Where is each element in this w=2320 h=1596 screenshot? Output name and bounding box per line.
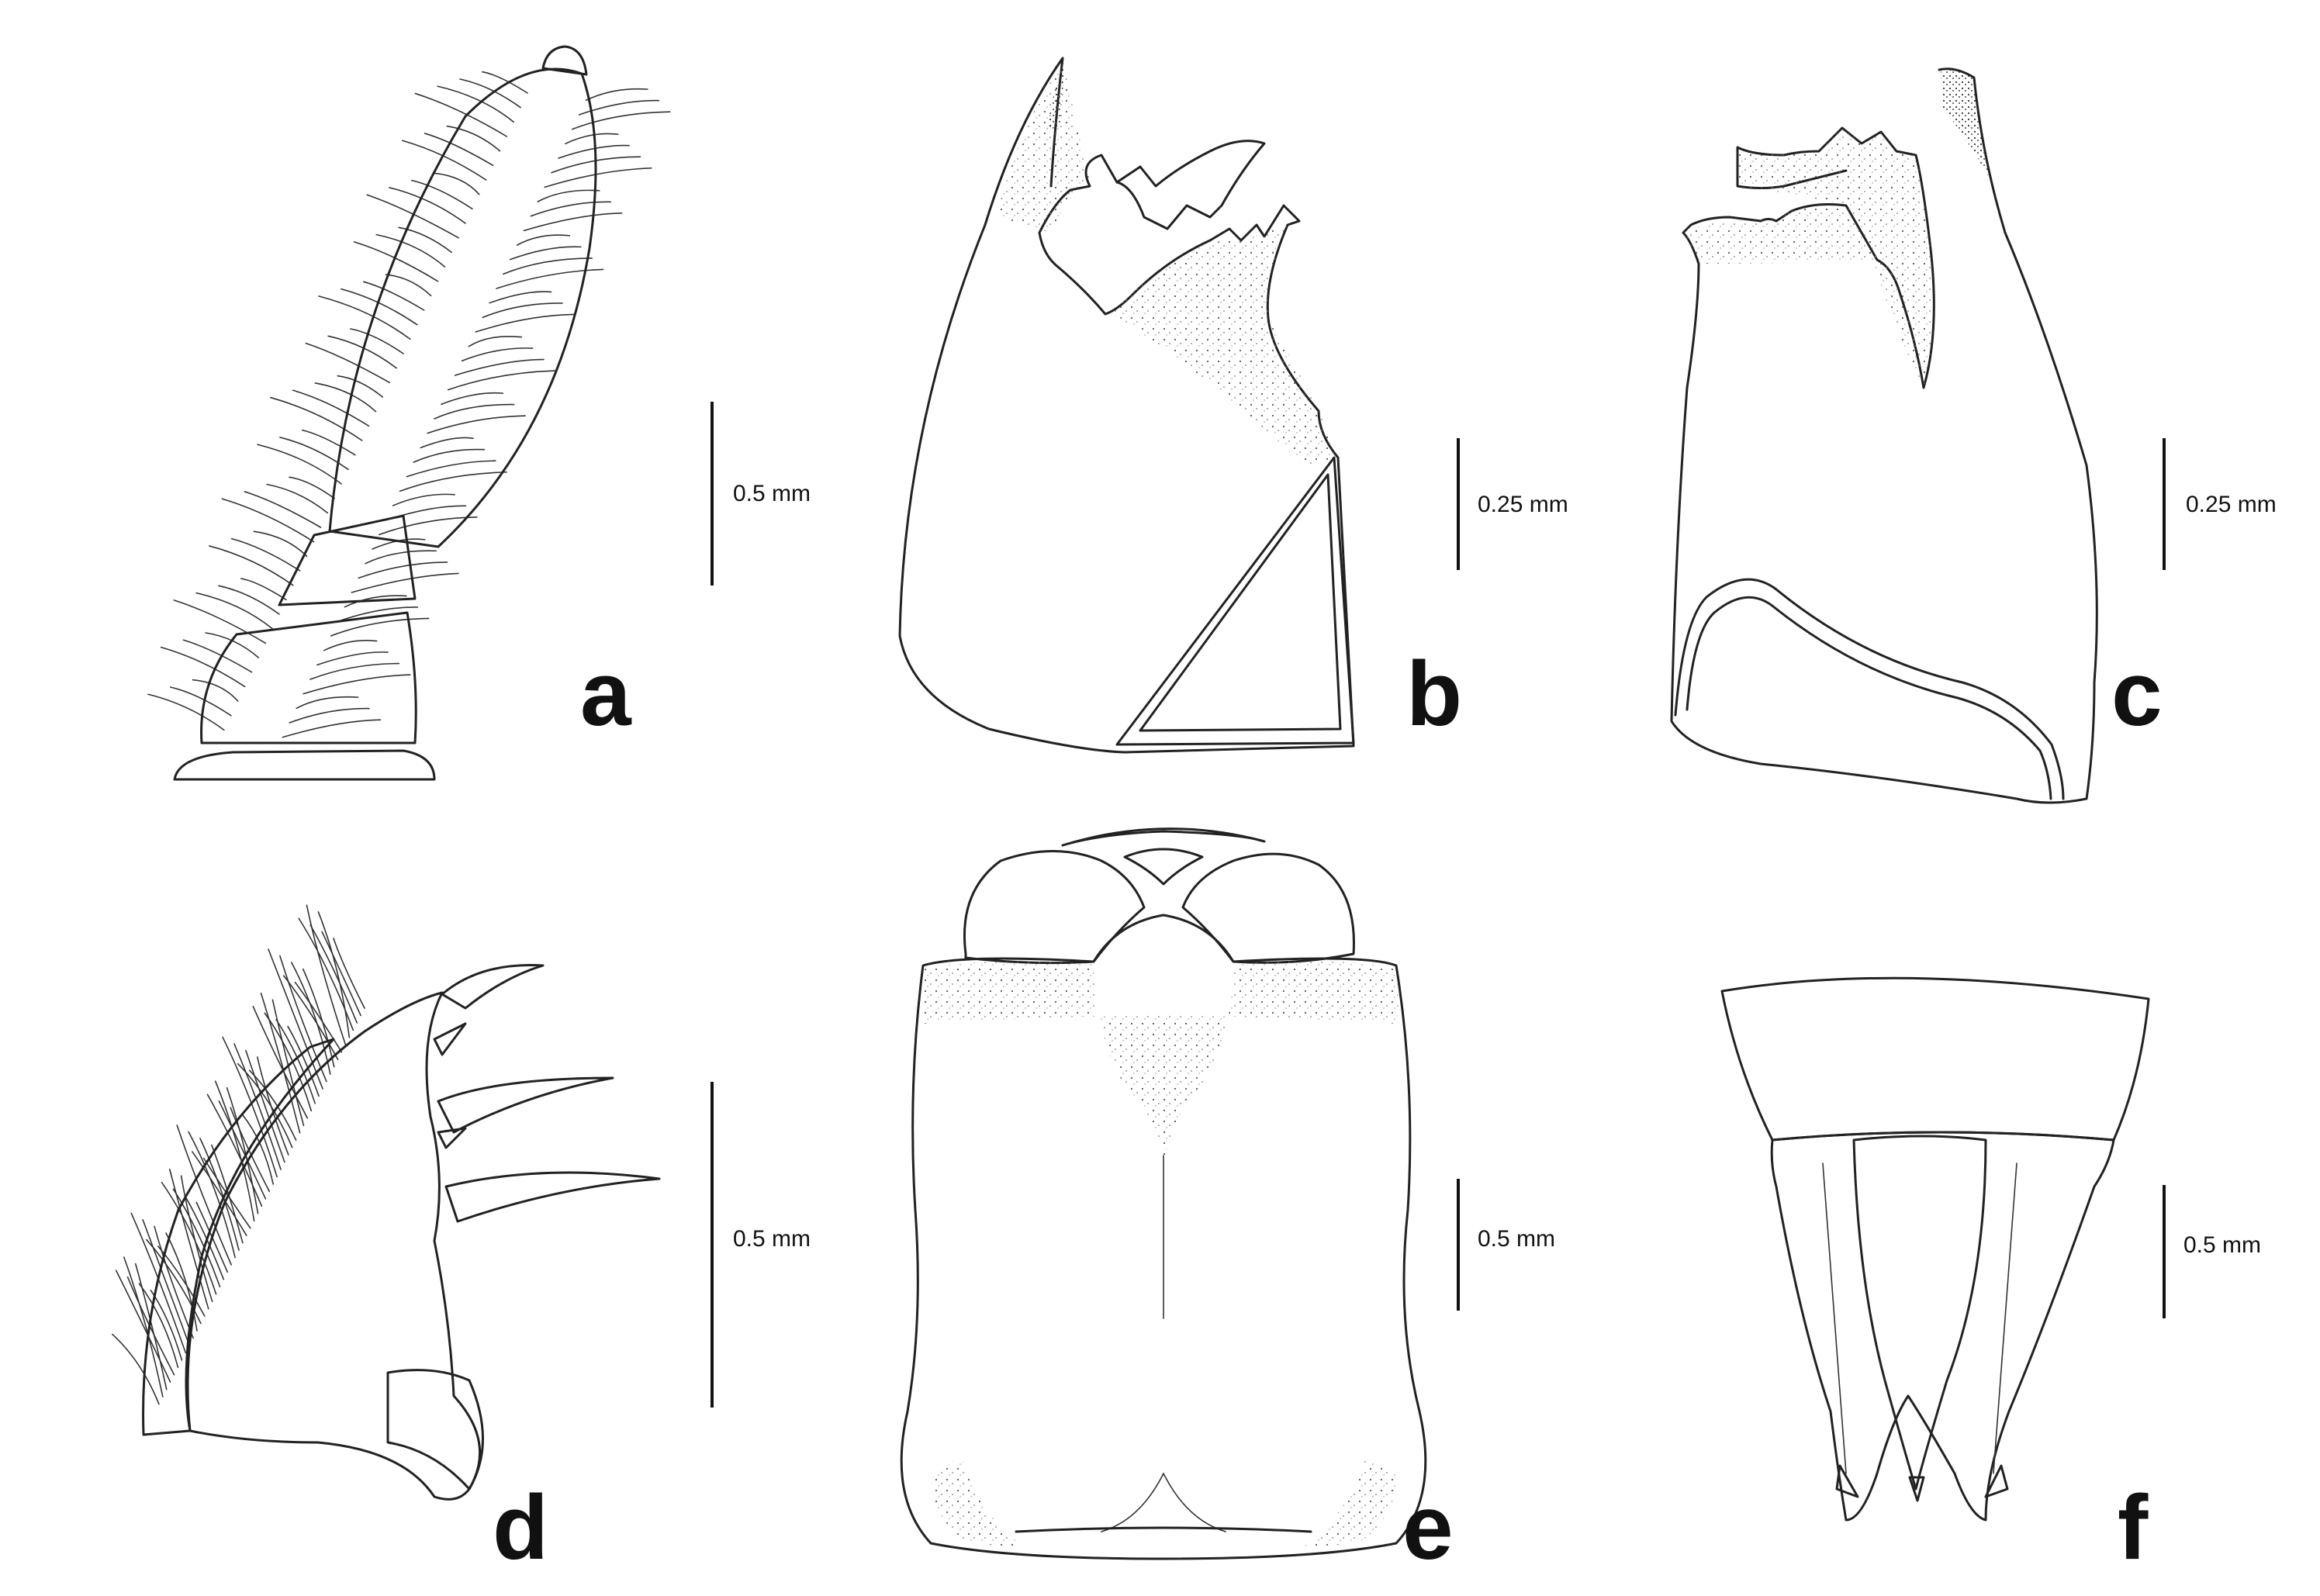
panel-label-b: b (1406, 643, 1462, 745)
labium-drawing (900, 827, 1427, 1560)
panel-label-f: f (2118, 1477, 2149, 1579)
antenna-drawing (147, 45, 671, 781)
scale-label-c: 0.25 mm (2186, 492, 2277, 517)
abdominal-tip-drawing (1720, 976, 2150, 1522)
panel-label-e: e (1402, 1477, 1454, 1579)
panel-f: 0.5 mm f (1720, 976, 2261, 1579)
scale-label-a: 0.5 mm (733, 481, 811, 506)
panel-c: 0.25 mm c (1670, 67, 2277, 804)
scale-label-f: 0.5 mm (2183, 1232, 2261, 1258)
mandible-drawing (1670, 67, 2098, 804)
maxilla-drawing (112, 904, 661, 1501)
panel-label-a: a (580, 643, 632, 745)
panel-label-c: c (2111, 643, 2163, 745)
panel-b: 0.25 mm b (898, 57, 1568, 754)
panel-a: 0.5 mm a (147, 45, 811, 781)
mandible-drawing (898, 57, 1355, 754)
panel-label-d: d (493, 1477, 548, 1579)
panel-d: 0.5 mm d (112, 904, 811, 1579)
scale-label-e: 0.5 mm (1478, 1226, 1555, 1252)
scale-label-d: 0.5 mm (733, 1226, 811, 1252)
scale-label-b: 0.25 mm (1478, 492, 1568, 517)
panel-e: 0.5 mm e (900, 827, 1555, 1579)
